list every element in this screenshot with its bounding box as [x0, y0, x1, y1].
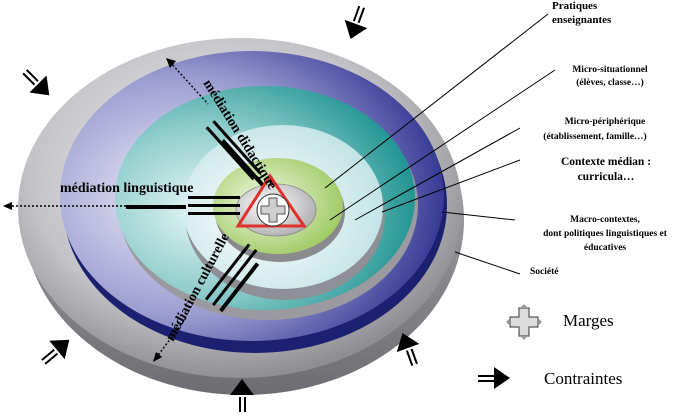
- label-societe: Société: [530, 267, 559, 277]
- label-contexte-median-line1: Contexte médian :: [561, 156, 651, 168]
- label-micro-situationnel-line1: Micro-situationnel: [572, 65, 648, 75]
- label-pratiques: Pratiques enseignantes: [552, 0, 612, 26]
- contrainte-arrow-icon: [396, 332, 420, 366]
- contrainte-arrow-icon: [344, 5, 368, 40]
- contrainte-arrow-icon: [41, 339, 70, 365]
- label-contexte-median: Contexte médian : curricula…: [561, 156, 651, 183]
- label-macro-contextes: Macro-contextes, dont politiques linguis…: [543, 215, 668, 253]
- leader-lines: [324, 13, 556, 275]
- legend: Marges Contraintes: [478, 304, 622, 389]
- label-macro-contextes-line2: dont politiques linguistiques et: [543, 229, 668, 239]
- mediation-bars: [126, 120, 275, 313]
- label-pratiques-line2: enseignantes: [552, 14, 612, 26]
- contrainte-arrow-icon: [230, 379, 254, 413]
- label-contexte-median-line2: curricula…: [578, 171, 635, 183]
- legend-marges-label: Marges: [563, 311, 614, 330]
- label-micro-peripherique-line1: Micro-périphérique: [565, 117, 646, 127]
- label-macro-contextes-line1: Macro-contextes,: [570, 215, 640, 225]
- mediation-linguistique-label: médiation linguistique: [60, 181, 193, 196]
- contrainte-arrows: [22, 5, 420, 413]
- legend-marges-icon: [506, 304, 542, 340]
- label-macro-contextes-line3: éducatives: [584, 243, 627, 253]
- label-micro-situationnel-line2: (élèves, classe…): [576, 77, 644, 88]
- legend-contraintes-icon: [478, 367, 510, 389]
- contrainte-arrow-icon: [22, 69, 50, 96]
- legend-contraintes-label: Contraintes: [544, 369, 622, 388]
- label-micro-peripherique: Micro-périphérique (établissement, famil…: [543, 117, 646, 142]
- marges-icon: [260, 197, 286, 223]
- label-pratiques-line1: Pratiques: [552, 0, 598, 12]
- axis-arrowheads: [3, 58, 176, 362]
- mediation-axes: [8, 61, 209, 359]
- label-micro-peripherique-line2: (établissement, famille…): [543, 131, 646, 142]
- label-micro-situationnel: Micro-situationnel (élèves, classe…): [572, 65, 648, 88]
